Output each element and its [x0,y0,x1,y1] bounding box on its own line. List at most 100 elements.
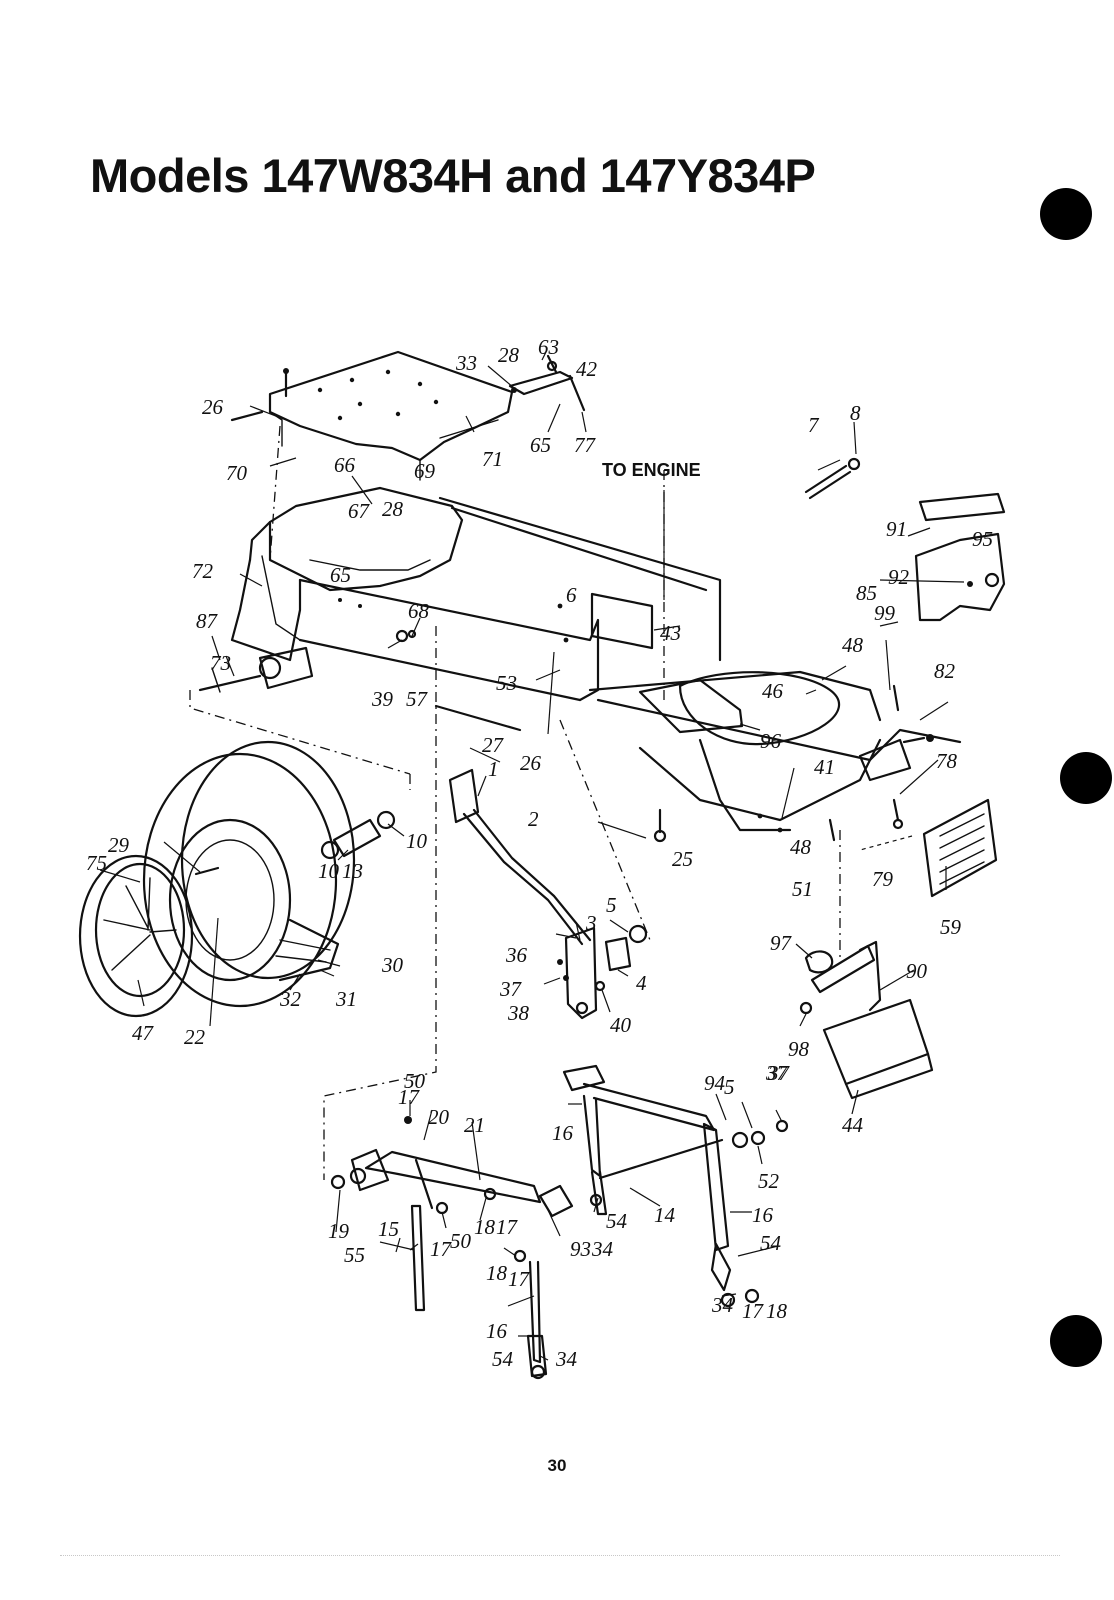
callout-78: 78 [936,749,958,773]
section-marker-middle [1060,752,1112,804]
callout-14: 14 [654,1203,676,1227]
callout-95: 95 [972,527,993,551]
callout-52: 52 [758,1169,780,1193]
link-rod-drawing [448,768,648,1020]
callout-39: 39 [371,687,394,711]
callout-32: 32 [279,987,302,1011]
callout-54b: 54 [760,1231,782,1255]
callout-75: 75 [86,851,107,875]
callout-43: 43 [660,621,681,645]
callout-54: 54 [606,1209,628,1233]
callout-44: 44 [842,1113,864,1137]
callout-10: 10 [406,829,428,853]
callout-4: 4 [636,971,647,995]
callout-46: 46 [762,679,784,703]
callout-42: 42 [576,357,598,381]
callout-67: 67 [348,499,371,523]
callout-57: 57 [406,687,429,711]
callout-73: 73 [210,651,231,675]
callout-28b: 28 [382,497,404,521]
main-frame-drawing [198,486,962,843]
section-marker-bottom [1050,1315,1102,1367]
section-marker-top [1040,188,1092,240]
callout-15: 15 [378,1217,399,1241]
callout-70: 70 [226,461,248,485]
callout-87: 87 [196,609,219,633]
callout-38: 38 [507,1001,530,1025]
callout-21: 21 [464,1113,485,1137]
side-bracket-drawing [914,492,1006,622]
callout-30: 30 [381,953,404,977]
callout-10b: 10 [318,859,340,883]
callout-50b: 50 [450,1229,472,1253]
callout-8: 8 [850,401,861,425]
callout-47: 47 [132,1021,155,1045]
callout-26b: 26 [520,751,542,775]
callout-19: 19 [328,1219,350,1243]
callout-16c: 16 [486,1319,508,1343]
callout-94: 94 [704,1071,726,1095]
seat-pan-drawing [230,350,514,481]
callout-37b: 37 [765,1061,789,1085]
callout-71: 71 [482,447,503,471]
callout-2: 2 [528,807,539,831]
callout-18: 18 [474,1215,496,1239]
wheel-drawing [78,740,396,1018]
callout-96: 96 [760,729,782,753]
callout-51: 51 [792,877,813,901]
callout-48b: 48 [790,835,812,859]
callout-98: 98 [788,1037,810,1061]
callout-92: 92 [888,565,910,589]
callout-72: 72 [192,559,214,583]
callout-33: 33 [455,351,477,375]
callout-17d: 17 [508,1267,531,1291]
callout-5b: 5 [724,1075,735,1099]
callout-34b: 34 [711,1293,734,1317]
seat-rod-drawing [804,457,861,500]
callout-48: 48 [842,633,864,657]
callout-63: 63 [538,335,559,359]
callout-50: 50 [404,1069,426,1093]
callout-22: 22 [184,1025,206,1049]
callout-65: 65 [530,433,551,457]
assembly-lines [189,425,841,1180]
callout-7: 7 [808,413,820,437]
callout-26: 26 [202,395,224,419]
callout-3: 3 [585,911,597,935]
callout-37: 37 [499,977,523,1001]
callout-65b: 65 [330,563,351,587]
callout-99: 99 [874,601,896,625]
callout-93: 93 [570,1237,591,1261]
callout-17e: 17 [742,1299,765,1323]
callout-16: 16 [552,1121,574,1145]
callout-36: 36 [505,943,528,967]
callout-25: 25 [672,847,693,871]
page-number: 30 [547,1456,567,1475]
callout-18b: 18 [486,1261,508,1285]
callout-16b: 16 [752,1203,774,1227]
callout-90: 90 [906,959,928,983]
muffler-drawing [799,940,934,1100]
callout-34: 34 [591,1237,614,1261]
callout-54c: 54 [492,1347,514,1371]
lift-linkage-drawing [330,1064,789,1380]
callout-6: 6 [566,583,577,607]
callout-55: 55 [344,1243,365,1267]
callout-77: 77 [574,433,597,457]
to-engine-label: TO ENGINE [602,460,701,480]
callout-28: 28 [498,343,520,367]
callout-27: 27 [482,733,505,757]
callout-1: 1 [488,757,499,781]
callout-40: 40 [610,1013,632,1037]
callout-13: 13 [342,859,363,883]
callout-18c: 18 [766,1299,788,1323]
callout-53: 53 [496,671,517,695]
callout-17: 17 [398,1085,421,1109]
callout-17b: 17 [496,1215,519,1239]
callout-34c: 34 [555,1347,578,1371]
callout-5: 5 [606,893,617,917]
callout-85: 85 [856,581,877,605]
callout-79: 79 [872,867,894,891]
